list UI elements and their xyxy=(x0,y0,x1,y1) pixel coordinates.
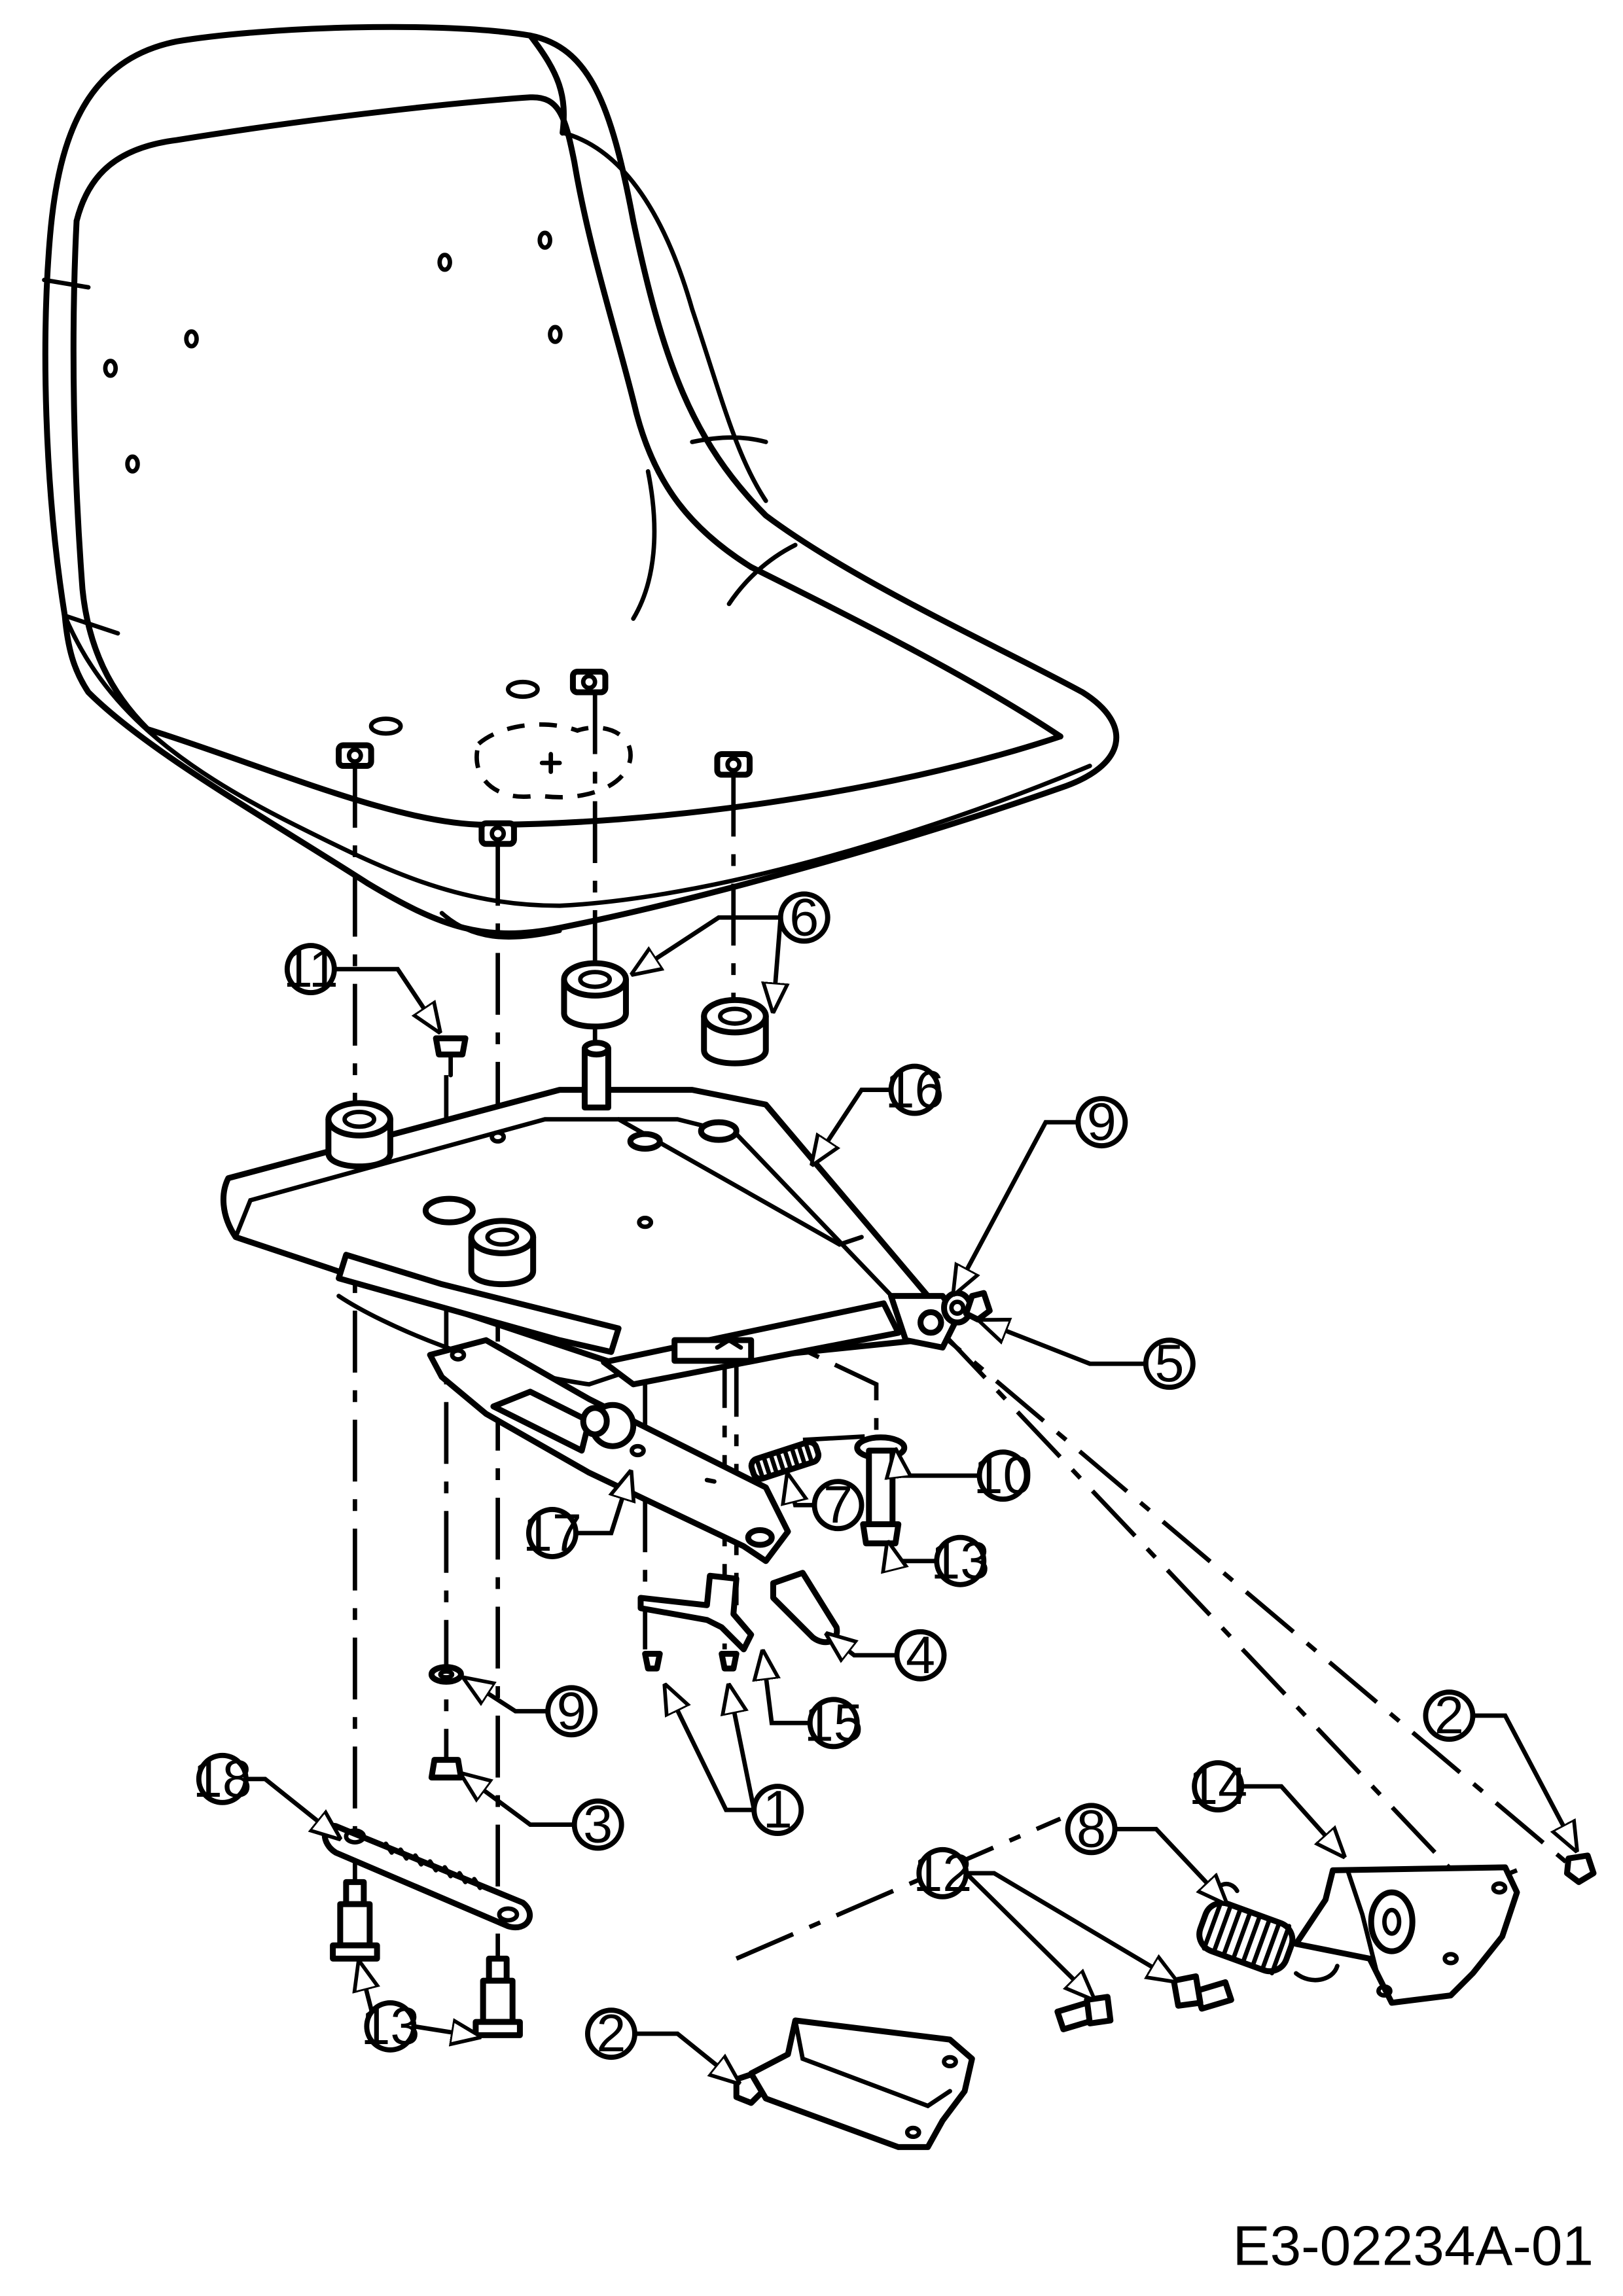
svg-text:8: 8 xyxy=(1077,1799,1106,1858)
svg-text:4: 4 xyxy=(906,1626,935,1685)
callout-5: 5 xyxy=(1143,1334,1196,1393)
lower-mounting-bracket xyxy=(748,2017,975,2150)
svg-text:2: 2 xyxy=(1435,1686,1464,1745)
svg-text:17: 17 xyxy=(523,1504,582,1563)
callout-14: 14 xyxy=(1188,1757,1247,1816)
callout-3: 3 xyxy=(571,1795,624,1854)
callout-11: 11 xyxy=(283,940,338,998)
svg-text:1: 1 xyxy=(763,1780,793,1839)
svg-text:5: 5 xyxy=(1154,1334,1184,1393)
svg-text:18: 18 xyxy=(193,1750,252,1809)
callout-13: 13 xyxy=(361,1997,419,2056)
svg-text:9: 9 xyxy=(557,1682,586,1740)
callout-6: 6 xyxy=(777,888,830,947)
drawing-code: E3-02234A-01 xyxy=(1233,2215,1594,2277)
slide-rail xyxy=(427,1337,791,1564)
seat xyxy=(42,24,1120,940)
svg-text:6: 6 xyxy=(789,888,819,947)
svg-text:13: 13 xyxy=(931,1532,990,1591)
callout-12: 12 xyxy=(913,1844,972,1903)
pivot-stud xyxy=(581,1040,611,1111)
svg-text:3: 3 xyxy=(583,1795,613,1854)
svg-text:10: 10 xyxy=(974,1446,1033,1505)
svg-text:2: 2 xyxy=(596,2004,626,2063)
callout-2: 2 xyxy=(584,2004,637,2063)
callout-7: 7 xyxy=(812,1475,865,1534)
callout-10: 10 xyxy=(974,1446,1033,1505)
svg-text:7: 7 xyxy=(823,1475,853,1534)
callout-9: 9 xyxy=(545,1682,598,1740)
callout-17: 17 xyxy=(523,1504,582,1563)
svg-text:12: 12 xyxy=(913,1844,972,1903)
svg-text:15: 15 xyxy=(804,1693,863,1752)
callout-16: 16 xyxy=(885,1061,944,1120)
callout-13: 13 xyxy=(931,1532,990,1591)
svg-text:11: 11 xyxy=(283,940,338,998)
callout-1: 1 xyxy=(751,1780,804,1839)
callout-8: 8 xyxy=(1065,1799,1118,1858)
callout-9: 9 xyxy=(1075,1093,1128,1152)
callout-15: 15 xyxy=(804,1693,863,1752)
callout-4: 4 xyxy=(894,1626,947,1685)
svg-text:16: 16 xyxy=(885,1061,944,1120)
svg-text:13: 13 xyxy=(361,1997,419,2056)
rubber-bumper xyxy=(325,960,769,1288)
callout-2: 2 xyxy=(1423,1686,1476,1745)
callout-18: 18 xyxy=(193,1750,252,1809)
svg-text:9: 9 xyxy=(1087,1093,1116,1152)
leader-lines xyxy=(228,915,1576,2082)
svg-text:14: 14 xyxy=(1188,1757,1247,1816)
bracket-assembly xyxy=(1293,1864,1520,2006)
